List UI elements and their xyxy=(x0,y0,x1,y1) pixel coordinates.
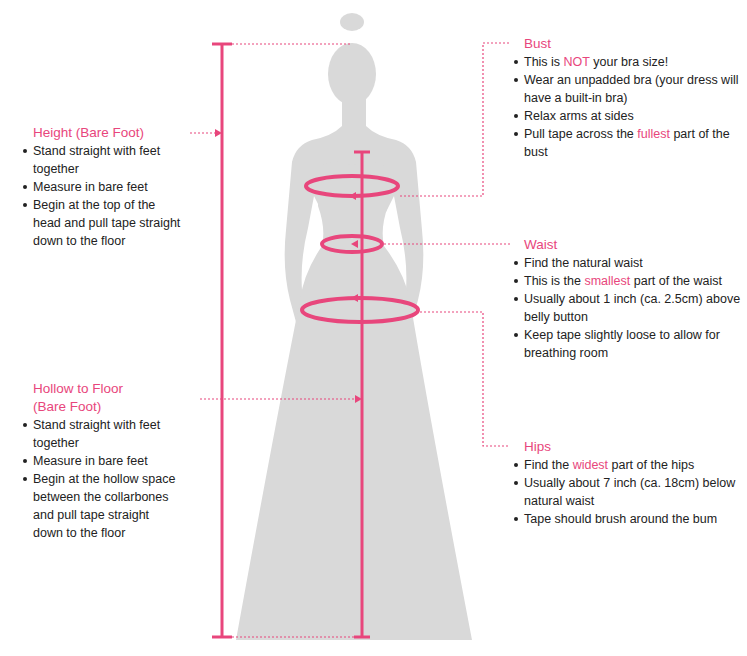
hollow-notes: Hollow to Floor (Bare Foot)Stand straigh… xyxy=(22,380,182,542)
instruction-item: This is NOT your bra size! xyxy=(513,53,741,71)
bullet-dot xyxy=(514,114,518,118)
measure-lines xyxy=(212,44,418,637)
emphasis-word: widest xyxy=(573,458,608,472)
emphasis-word: smallest xyxy=(584,274,630,288)
instruction-item: Wear an unpadded bra (your dress will ha… xyxy=(513,71,741,107)
instruction-item: Relax arms at sides xyxy=(513,107,741,125)
bullet-dot xyxy=(514,333,518,337)
instruction-item: Measure in bare feet xyxy=(22,178,182,196)
instruction-item: Measure in bare feet xyxy=(22,452,182,470)
instruction-item: This is the smallest part of the waist xyxy=(513,272,741,290)
bullet-dot xyxy=(514,279,518,283)
instruction-item: Pull tape across the fullest part of the… xyxy=(513,125,741,161)
section-heading: Waist xyxy=(513,236,741,254)
bullet-dot xyxy=(514,517,518,521)
bullet-dot xyxy=(514,463,518,467)
arrow-marks xyxy=(215,129,362,403)
section-heading: Hips xyxy=(513,438,741,456)
leader-lines xyxy=(190,43,510,637)
bullet-dot xyxy=(514,132,518,136)
bullet-dot xyxy=(23,149,27,153)
bullet-dot xyxy=(23,185,27,189)
instruction-item: Stand straight with feet together xyxy=(22,416,182,452)
bullet-dot xyxy=(514,481,518,485)
silhouette xyxy=(236,13,472,640)
section-heading: Hollow to Floor (Bare Foot) xyxy=(22,380,140,416)
bullet-dot xyxy=(23,477,27,481)
bullet-dot xyxy=(514,261,518,265)
instruction-item: Usually about 7 inch (ca. 18cm) below na… xyxy=(513,474,741,510)
bullet-dot xyxy=(23,459,27,463)
instruction-item: Keep tape slightly loose to allow for br… xyxy=(513,326,741,362)
bullet-dot xyxy=(23,203,27,207)
bullet-dot xyxy=(514,78,518,82)
section-heading: Height (Bare Foot) xyxy=(22,124,182,142)
emphasis-word: NOT xyxy=(564,55,590,69)
instruction-item: Find the widest part of the hips xyxy=(513,456,741,474)
waist-notes: WaistFind the natural waistThis is the s… xyxy=(513,236,741,362)
section-heading: Bust xyxy=(513,35,741,53)
hips-notes: HipsFind the widest part of the hipsUsua… xyxy=(513,438,741,528)
instruction-item: Usually about 1 inch (ca. 2.5cm) above b… xyxy=(513,290,741,326)
instruction-item: Begin at the top of the head and pull ta… xyxy=(22,196,182,250)
bust-notes: BustThis is NOT your bra size!Wear an un… xyxy=(513,35,741,161)
bullet-dot xyxy=(23,423,27,427)
bullet-dot xyxy=(514,297,518,301)
bullet-dot xyxy=(514,60,518,64)
height-notes: Height (Bare Foot)Stand straight with fe… xyxy=(22,124,182,250)
instruction-item: Stand straight with feet together xyxy=(22,142,182,178)
emphasis-word: fullest xyxy=(637,127,670,141)
instruction-item: Begin at the hollow space between the co… xyxy=(22,470,182,542)
instruction-item: Tape should brush around the bum xyxy=(513,510,741,528)
instruction-item: Find the natural waist xyxy=(513,254,741,272)
